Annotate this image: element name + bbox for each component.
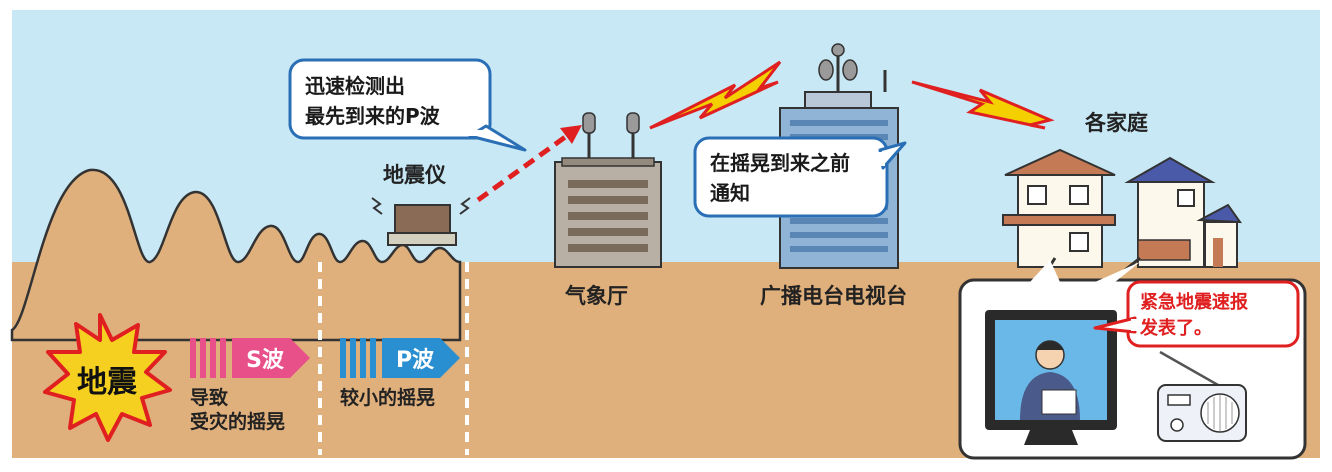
house-icon [1124,156,1243,268]
broadcaster-label: 广播电台电视台 [760,284,907,308]
arrow-head [560,125,582,144]
jma-building-icon [554,112,662,268]
s-wave-arrow: S波 [190,338,310,378]
earthquake-label: 地震 [77,365,138,400]
jma-label: 气象厅 [564,284,628,308]
notify-bubble-line2: 通知 [710,181,750,205]
notify-bubble-line1: 在摇晃到来之前 [710,151,850,175]
alert-bubble: 紧急地震速报 发表了。 [1093,280,1300,348]
households-label: 各家庭 [1084,111,1148,135]
lightning-icon [649,60,782,130]
house-icon [1002,148,1116,268]
detect-bubble: 迅速检测出 最先到来的P波 [288,58,527,152]
s-wave-label: S波 [246,348,285,373]
lightning-icon [911,80,1055,130]
radio-icon [1157,350,1247,442]
p-wave-desc: 较小的摇晃 [340,386,435,409]
detect-bubble-line1: 迅速检测出 [305,74,405,98]
seismometer-icon [371,197,471,246]
earthquake-burst: 地震 [43,313,172,442]
alert-bubble-line1: 紧急地震速报 [1140,291,1248,313]
seismometer-label: 地震仪 [383,163,447,187]
notify-bubble: 在摇晃到来之前 通知 [693,136,907,218]
seismic-wave [10,168,462,342]
alert-bubble-line2: 发表了。 [1139,317,1212,339]
s-wave-desc-line2: 受灾的摇晃 [190,410,285,433]
s-wave-desc-line1: 导致 [190,386,229,409]
p-wave-label: P波 [396,348,435,373]
detect-bubble-line2: 最先到来的P波 [305,104,441,128]
tv-icon [985,310,1117,445]
p-wave-arrow: P波 [340,338,460,378]
